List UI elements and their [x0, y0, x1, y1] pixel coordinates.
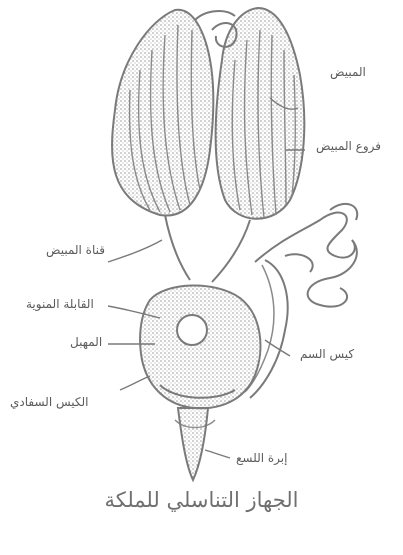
label-ovarioles: فروع المبيض	[316, 140, 381, 152]
oviducts	[165, 215, 250, 282]
right-ovary	[216, 8, 305, 219]
label-venom-sac: كيس السم	[300, 348, 354, 360]
label-ovary: المبيض	[330, 66, 366, 78]
sting	[178, 408, 208, 480]
left-ovary	[112, 10, 213, 216]
central-body	[140, 285, 260, 427]
label-spermatheca: القابلة المنوية	[26, 298, 94, 310]
label-vagina: المهبل	[70, 336, 102, 348]
venom-gland-tube	[255, 204, 357, 307]
figure-caption: الجهاز التناسلي للملكة	[0, 488, 403, 512]
label-oviduct: قناة المبيض	[46, 244, 105, 256]
label-sting: إبرة اللسع	[236, 452, 287, 464]
label-bursa: الكيس السفادي	[10, 396, 89, 408]
